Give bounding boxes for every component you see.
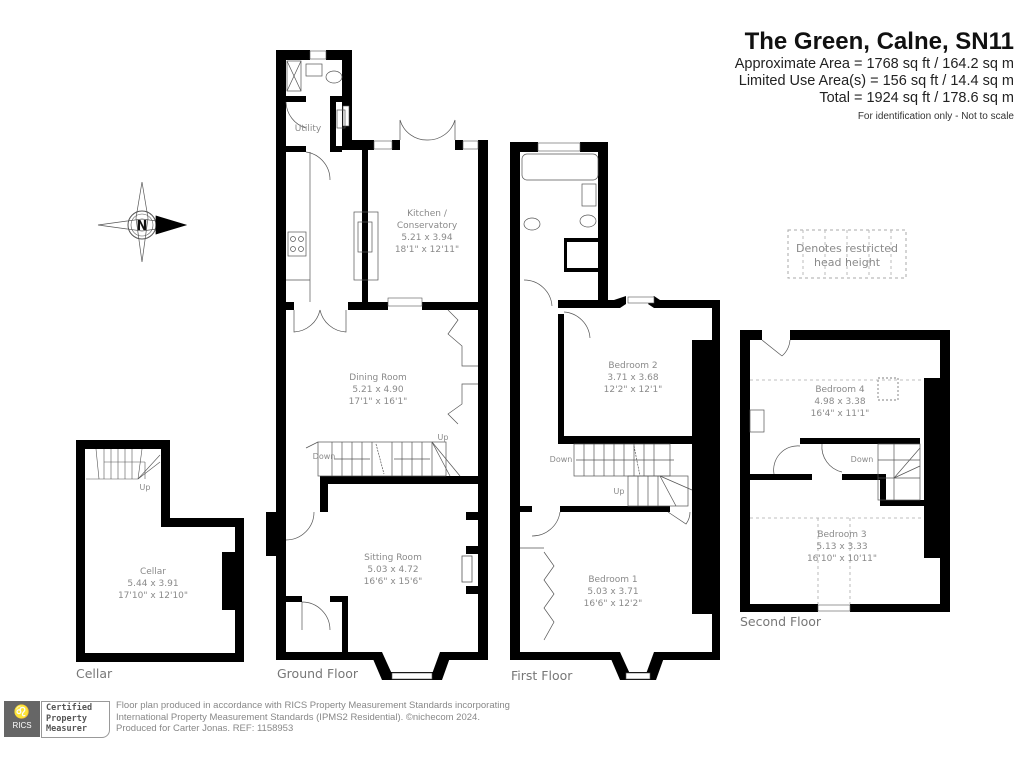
svg-text:5.13 x 3.33: 5.13 x 3.33	[816, 542, 867, 552]
footer-line-2: International Property Measurement Stand…	[116, 711, 480, 723]
disclaimer: For identification only - Not to scale	[857, 111, 1014, 122]
restricted-height-zones	[750, 379, 924, 604]
svg-text:Up: Up	[438, 433, 449, 442]
ground-floor-label: Ground Floor	[277, 666, 359, 681]
svg-text:Down: Down	[550, 455, 573, 464]
svg-text:5.44 x 3.91: 5.44 x 3.91	[127, 579, 178, 589]
svg-text:Denotes restricted: Denotes restricted	[796, 242, 898, 255]
svg-text:5.21 x 4.90: 5.21 x 4.90	[352, 385, 403, 395]
svg-text:Conservatory: Conservatory	[397, 221, 458, 231]
certified-measurer-box: Certified Property Measurer	[41, 701, 110, 738]
approximate-area: Approximate Area = 1768 sq ft / 164.2 sq…	[734, 56, 1014, 72]
svg-text:18'1" x 12'11": 18'1" x 12'11"	[395, 245, 459, 255]
property-title: The Green, Calne, SN11	[744, 28, 1014, 55]
svg-text:4.98 x 3.38: 4.98 x 3.38	[814, 397, 865, 407]
svg-text:Up: Up	[140, 483, 151, 492]
svg-text:16'6" x 15'6": 16'6" x 15'6"	[364, 577, 423, 587]
badge-line-2: Property	[46, 713, 87, 724]
rics-text: RICS	[12, 721, 32, 730]
cellar-floor: Up Cellar 5.44 x 3.91 17'10" x 12'10" Ce…	[76, 440, 244, 681]
ground-floor: Utility Kitchen / Conservatory 5.21 x 3.…	[266, 50, 488, 681]
svg-text:Bedroom 3: Bedroom 3	[817, 530, 866, 540]
second-fixtures	[749, 339, 921, 501]
svg-text:12'2" x 12'1": 12'2" x 12'1"	[604, 385, 663, 395]
svg-text:Bedroom 4: Bedroom 4	[815, 385, 865, 395]
svg-text:17'1" x 16'1": 17'1" x 16'1"	[349, 397, 408, 407]
rics-logo: ♌ RICS	[4, 701, 40, 737]
first-fixtures	[520, 153, 693, 641]
svg-text:Down: Down	[313, 452, 336, 461]
svg-text:16'6" x 12'2": 16'6" x 12'2"	[584, 599, 643, 609]
svg-text:Dining Room: Dining Room	[349, 373, 407, 383]
svg-text:17'10" x 12'10": 17'10" x 12'10"	[118, 591, 188, 601]
second-floor: Bedroom 4 4.98 x 3.38 16'4" x 11'1" Down…	[740, 330, 950, 629]
svg-text:16'4" x 11'1": 16'4" x 11'1"	[811, 409, 870, 419]
svg-text:Bedroom 2: Bedroom 2	[608, 361, 657, 371]
svg-text:5.03 x 3.71: 5.03 x 3.71	[587, 587, 638, 597]
footer-line-1: Floor plan produced in accordance with R…	[116, 700, 510, 711]
badge-line-3: Measurer	[46, 724, 87, 734]
svg-text:5.03 x 4.72: 5.03 x 4.72	[367, 565, 418, 575]
footer-notes: Floor plan produced in accordance with R…	[116, 700, 536, 735]
rics-badge: ♌ RICS Certified Property Measurer	[4, 701, 110, 738]
first-floor: Bedroom 2 3.71 x 3.68 12'2" x 12'1" Down…	[510, 142, 720, 683]
svg-text:head height: head height	[814, 256, 881, 269]
cellar-floor-label: Cellar	[76, 666, 113, 681]
total-area: Total = 1924 sq ft / 178.6 sq m	[819, 90, 1014, 106]
restricted-height-legend: Denotes restricted head height	[787, 229, 907, 279]
cellar-stairs	[86, 448, 161, 480]
rics-lion-icon: ♌	[13, 704, 31, 719]
ground-fixtures	[285, 60, 478, 631]
svg-text:Sitting Room: Sitting Room	[364, 553, 422, 563]
svg-text:N: N	[137, 219, 148, 234]
svg-text:3.71 x 3.68: 3.71 x 3.68	[607, 373, 658, 383]
svg-text:16'10" x 10'11": 16'10" x 10'11"	[807, 554, 877, 564]
second-floor-label: Second Floor	[740, 614, 822, 629]
svg-text:5.21 x 3.94: 5.21 x 3.94	[401, 233, 452, 243]
svg-text:Kitchen /: Kitchen /	[407, 209, 448, 219]
svg-text:Up: Up	[614, 487, 625, 496]
svg-text:Down: Down	[851, 455, 874, 464]
limited-use-area: Limited Use Area(s) = 156 sq ft / 14.4 s…	[738, 73, 1014, 89]
compass-icon: N	[97, 181, 188, 263]
badge-line-1: Certified	[46, 703, 93, 713]
first-floor-label: First Floor	[511, 668, 573, 683]
svg-text:Bedroom 1: Bedroom 1	[588, 575, 637, 585]
property-header: The Green, Calne, SN11 Approximate Area …	[735, 28, 1014, 124]
svg-text:Utility: Utility	[295, 124, 322, 134]
footer-line-3: Produced for Carter Jonas. REF: 1158953	[116, 723, 294, 734]
svg-text:Cellar: Cellar	[140, 567, 166, 577]
